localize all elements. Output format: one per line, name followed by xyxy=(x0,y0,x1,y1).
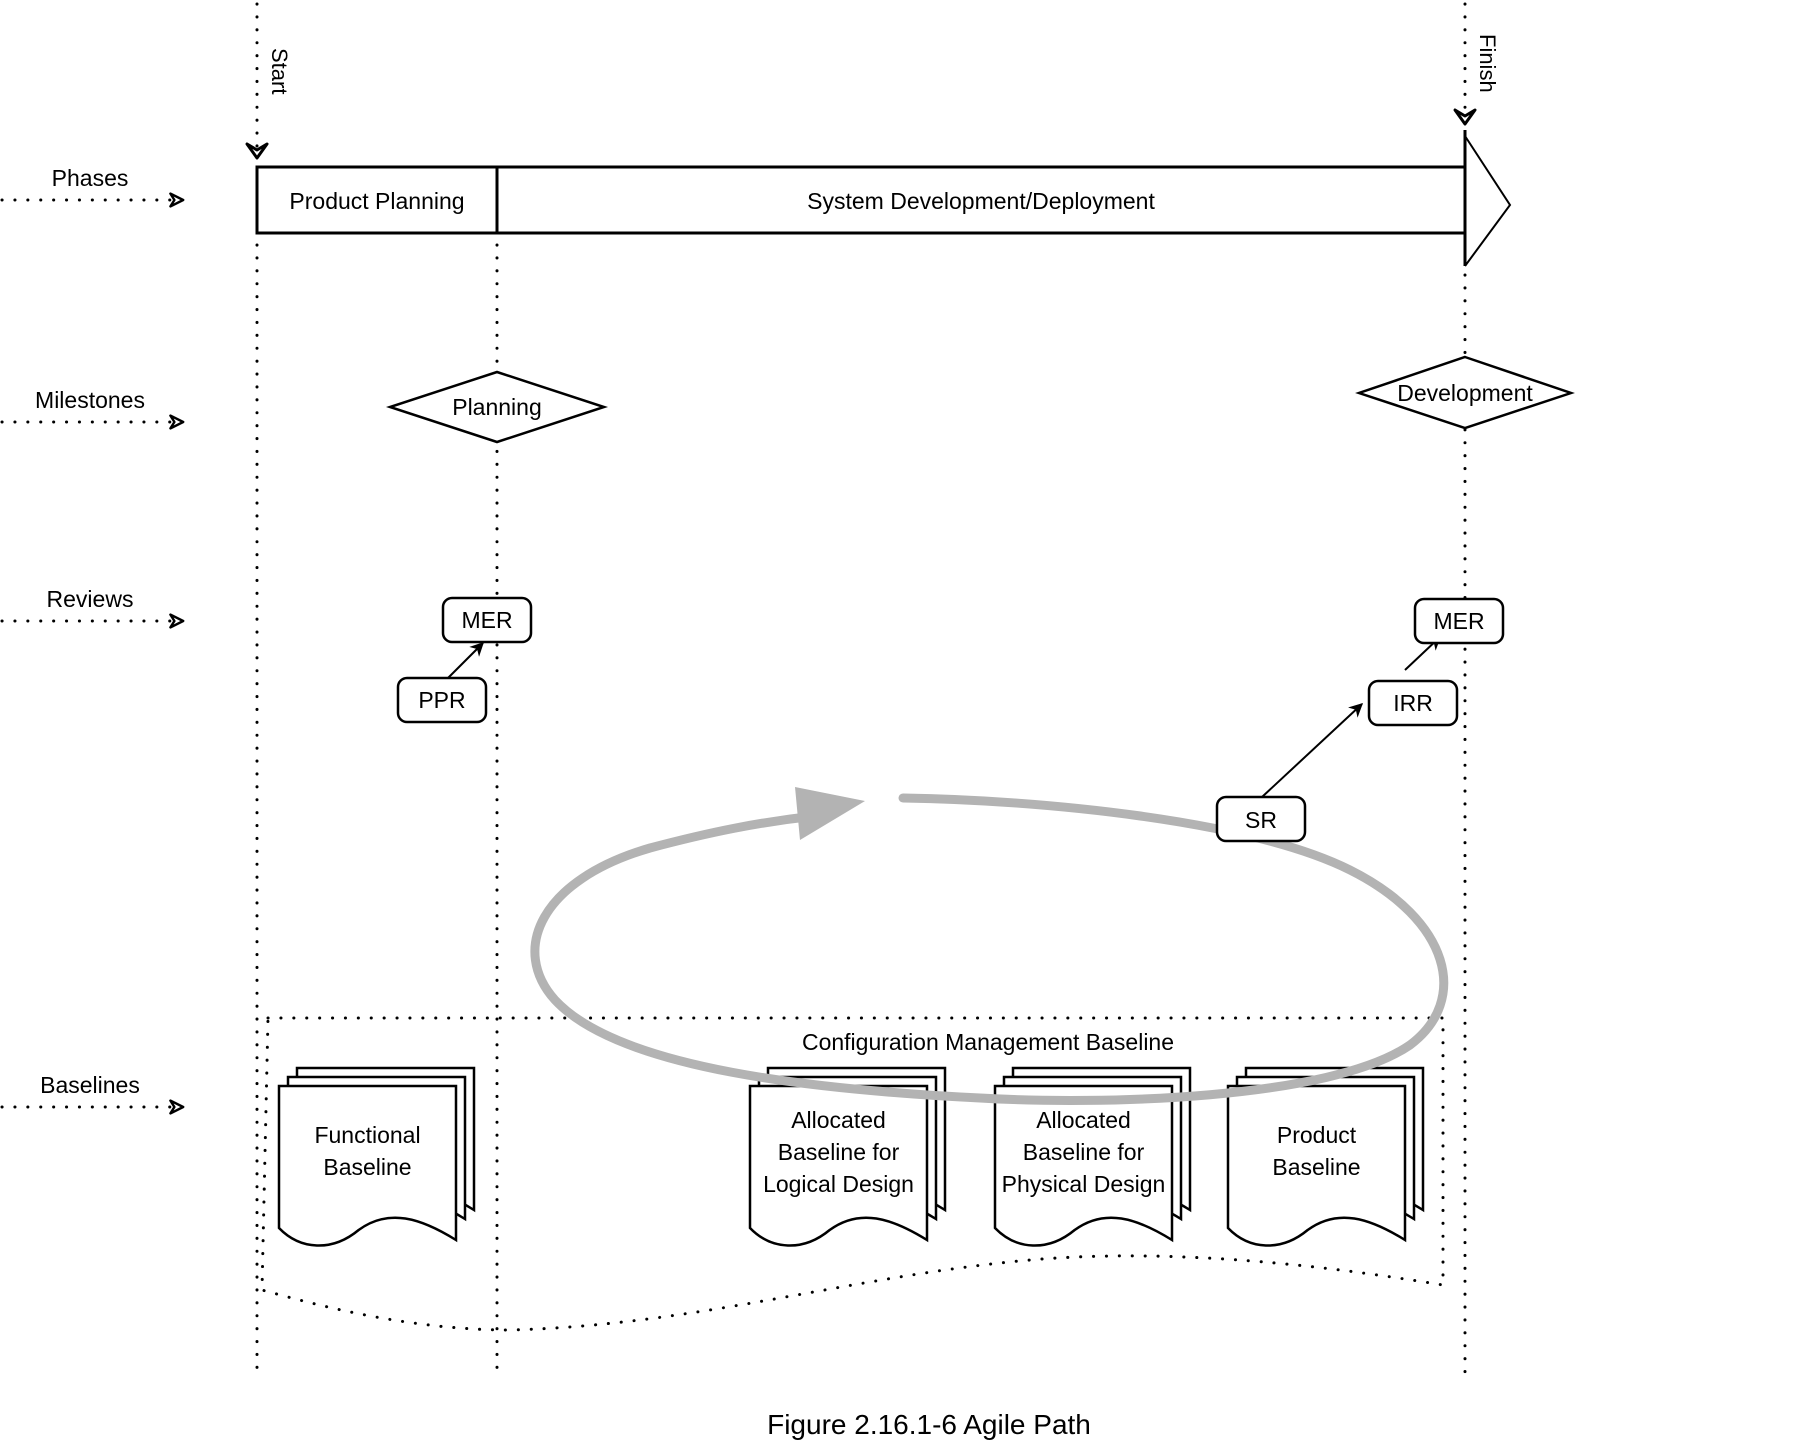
baseline-label-line: Baseline xyxy=(1272,1154,1360,1180)
cm-baseline-label: Configuration Management Baseline xyxy=(802,1029,1174,1055)
start-marker-icon xyxy=(245,142,269,160)
start-label: Start xyxy=(267,48,292,94)
row-phases: Phases xyxy=(0,165,185,208)
reviews-planning: PPR MER xyxy=(396,596,533,724)
cycle-arrow-head-icon xyxy=(795,787,865,840)
phase-bar: Product Planning System Development/Depl… xyxy=(255,130,1512,267)
iteration-cycle xyxy=(530,787,1449,1105)
review-arrow-sr-irr xyxy=(1261,703,1364,798)
review-label-irr: IRR xyxy=(1393,690,1433,716)
row-label-phases: Phases xyxy=(52,165,129,191)
phase-product-planning xyxy=(255,165,499,235)
review-irr xyxy=(1367,679,1459,727)
review-label-ppr: PPR xyxy=(418,687,465,713)
phase-system-development xyxy=(495,165,1467,235)
cycle-loop xyxy=(530,793,1449,1105)
phase-label-product-planning: Product Planning xyxy=(289,188,464,214)
baseline-label-line: Baseline for xyxy=(1023,1139,1145,1165)
phase-arrow-head xyxy=(1464,135,1512,267)
milestone-label-planning: Planning xyxy=(452,394,542,420)
review-label-mer-development: MER xyxy=(1433,608,1484,634)
baseline-label-line: Baseline xyxy=(323,1154,411,1180)
milestone-planning: Planning xyxy=(385,370,609,444)
baseline-label-line: Logical Design xyxy=(763,1171,914,1197)
timeline-lines xyxy=(255,2,1467,1382)
document-icon xyxy=(748,1084,929,1247)
row-milestones: Milestones xyxy=(0,387,185,430)
document-icon xyxy=(277,1084,458,1247)
document-icon xyxy=(1226,1084,1407,1247)
cm-baseline-region: Configuration Management Baseline xyxy=(260,1016,1445,1332)
row-reviews: Reviews xyxy=(0,586,185,629)
review-ppr xyxy=(396,676,488,724)
review-label-sr: SR xyxy=(1245,807,1277,833)
finish-label: Finish xyxy=(1475,34,1500,93)
review-arrow-ppr-mer xyxy=(447,642,484,679)
row-label-reviews: Reviews xyxy=(47,586,134,612)
baseline-label-line: Product xyxy=(1277,1122,1357,1148)
review-mer-planning xyxy=(441,596,533,644)
reviews-development: SR IRR MER xyxy=(1215,597,1505,843)
milestone-development: Development xyxy=(1355,355,1575,430)
baseline-label-line: Functional xyxy=(314,1122,420,1148)
phase-label-system-development: System Development/Deployment xyxy=(807,188,1155,214)
row-label-baselines: Baselines xyxy=(40,1072,140,1098)
baseline-label-line: Allocated xyxy=(791,1107,886,1133)
review-label-mer-planning: MER xyxy=(461,607,512,633)
row-baselines: Baselines xyxy=(0,1072,185,1115)
finish-marker-icon xyxy=(1453,108,1477,126)
baseline-label-line: Allocated xyxy=(1036,1107,1131,1133)
document-icon xyxy=(993,1084,1174,1247)
row-label-milestones: Milestones xyxy=(35,387,145,413)
review-sr xyxy=(1215,795,1307,843)
figure-caption: Figure 2.16.1-6 Agile Path xyxy=(767,1409,1091,1440)
baseline-label-line: Physical Design xyxy=(1002,1171,1166,1197)
review-mer-development xyxy=(1413,597,1505,645)
row-labels: Phases Milestones Reviews Baselines xyxy=(0,165,185,1115)
baseline-label-line: Baseline for xyxy=(778,1139,900,1165)
milestone-label-development: Development xyxy=(1397,380,1533,406)
